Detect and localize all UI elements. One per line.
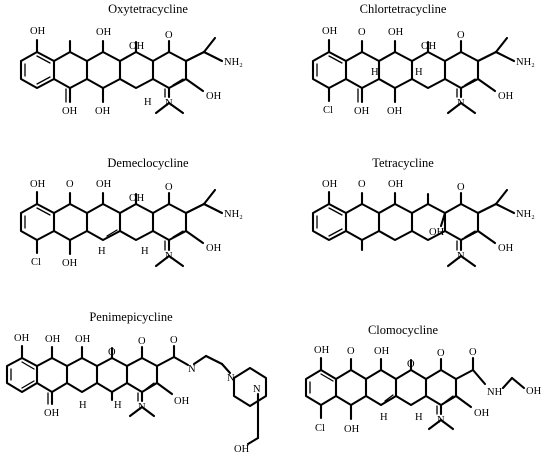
- label-cl: Cl: [31, 257, 41, 268]
- label-h: H: [371, 67, 379, 78]
- label-o: O: [407, 359, 415, 370]
- label-n: N: [457, 251, 465, 262]
- label-n: N: [457, 98, 465, 109]
- label-h: H: [415, 67, 423, 78]
- label-oh: OH: [234, 444, 250, 455]
- label-n: N: [165, 98, 173, 109]
- label-o: O: [138, 336, 146, 347]
- label-h: H: [79, 400, 87, 411]
- molecule-oxytetracycline: Oxytetracycline: [19, 2, 243, 117]
- label-oh: OH: [75, 334, 91, 345]
- molecule-title: Clomocycline: [368, 323, 439, 337]
- label-oh: OH: [206, 91, 222, 102]
- label-o: O: [108, 347, 116, 358]
- skeleton-bonds: [19, 36, 224, 115]
- label-oh: OH: [30, 26, 46, 37]
- skeleton-bonds: [311, 36, 516, 115]
- label-oh: OH: [344, 424, 360, 435]
- label-o: O: [165, 30, 173, 41]
- molecule-chlortetracycline: Chlortetracycline: [311, 2, 535, 117]
- atom-labels: OH O OH O OH NH₂ OH N: [322, 179, 535, 262]
- skeleton-bonds: [19, 188, 224, 268]
- label-oh: OH: [44, 408, 60, 419]
- label-n: N: [188, 364, 196, 375]
- label-o: O: [347, 346, 355, 357]
- label-h: H: [144, 97, 152, 108]
- label-oh: OH: [62, 106, 78, 117]
- label-oh: OH: [498, 91, 514, 102]
- skeleton-bonds: [311, 188, 516, 268]
- label-n: N: [138, 402, 146, 413]
- label-cl: Cl: [315, 423, 325, 434]
- label-nh2: NH₂: [516, 57, 535, 68]
- label-o: O: [457, 182, 465, 193]
- molecule-title: Chlortetracycline: [360, 2, 447, 16]
- label-oh: OH: [14, 333, 30, 344]
- atom-labels: OH OH OH O NH₂ OH OH OH H N: [30, 26, 243, 117]
- label-o: O: [165, 182, 173, 193]
- skeleton-bonds: [304, 356, 526, 431]
- label-nh2: NH₂: [516, 209, 535, 220]
- label-oh: OH: [45, 334, 61, 345]
- label-oh: OH: [374, 346, 390, 357]
- label-n: N: [165, 251, 173, 262]
- label-oh: OH: [62, 258, 78, 269]
- label-oh: OH: [388, 27, 404, 38]
- atom-labels: OH O OH O O O NH OH OH Cl OH H H N: [314, 345, 542, 435]
- skeleton-bonds: [5, 344, 268, 446]
- label-oh: OH: [95, 106, 111, 117]
- label-h: H: [415, 412, 423, 423]
- molecule-title: Penimepicycline: [89, 310, 173, 324]
- molecule-tetracycline: Tetracycline: [311, 156, 535, 268]
- molecule-title: Oxytetracycline: [108, 2, 188, 16]
- label-n: N: [253, 384, 261, 395]
- label-oh: OH: [30, 179, 46, 190]
- label-nh2: NH₂: [224, 57, 243, 68]
- label-o: O: [66, 179, 74, 190]
- label-oh: OH: [498, 243, 514, 254]
- label-oh: OH: [129, 193, 145, 204]
- label-h: H: [141, 246, 149, 257]
- molecule-title: Demeclocycline: [107, 156, 189, 170]
- label-o: O: [437, 348, 445, 359]
- label-cl: Cl: [323, 105, 333, 116]
- atom-labels: OH O OH OH O NH₂ H H OH Cl OH OH N: [322, 26, 535, 117]
- label-h: H: [98, 246, 106, 257]
- label-oh: OH: [174, 396, 190, 407]
- label-o: O: [170, 335, 178, 346]
- label-o: O: [358, 27, 366, 38]
- molecule-penimepicycline: Penimepicycline: [5, 310, 268, 455]
- label-h: H: [114, 400, 122, 411]
- molecule-title: Tetracycline: [372, 156, 434, 170]
- label-oh: OH: [322, 26, 338, 37]
- label-n: N: [437, 415, 445, 426]
- label-oh: OH: [206, 243, 222, 254]
- label-oh: OH: [526, 386, 542, 397]
- label-o: O: [457, 30, 465, 41]
- label-oh: OH: [96, 179, 112, 190]
- label-n: N: [227, 373, 235, 384]
- label-oh: OH: [96, 27, 112, 38]
- label-oh: OH: [388, 179, 404, 190]
- atom-labels: OH OH OH O O O N N N H H OH OH N OH: [14, 333, 261, 455]
- label-nh: NH: [487, 387, 503, 398]
- label-oh: OH: [421, 41, 437, 52]
- molecule-clomocycline: Clomocycline: [304, 323, 542, 435]
- label-oh: OH: [314, 345, 330, 356]
- label-oh: OH: [474, 408, 490, 419]
- label-oh: OH: [429, 227, 445, 238]
- label-oh: OH: [322, 179, 338, 190]
- atom-labels: OH O OH OH O NH₂ OH Cl OH H H N: [30, 179, 243, 269]
- molecule-demeclocycline: Demeclocycline: [19, 156, 243, 269]
- label-oh: OH: [129, 41, 145, 52]
- label-o: O: [358, 179, 366, 190]
- label-oh: OH: [387, 106, 403, 117]
- label-nh2: NH₂: [224, 209, 243, 220]
- label-oh: OH: [354, 106, 370, 117]
- label-o: O: [469, 347, 477, 358]
- label-h: H: [380, 412, 388, 423]
